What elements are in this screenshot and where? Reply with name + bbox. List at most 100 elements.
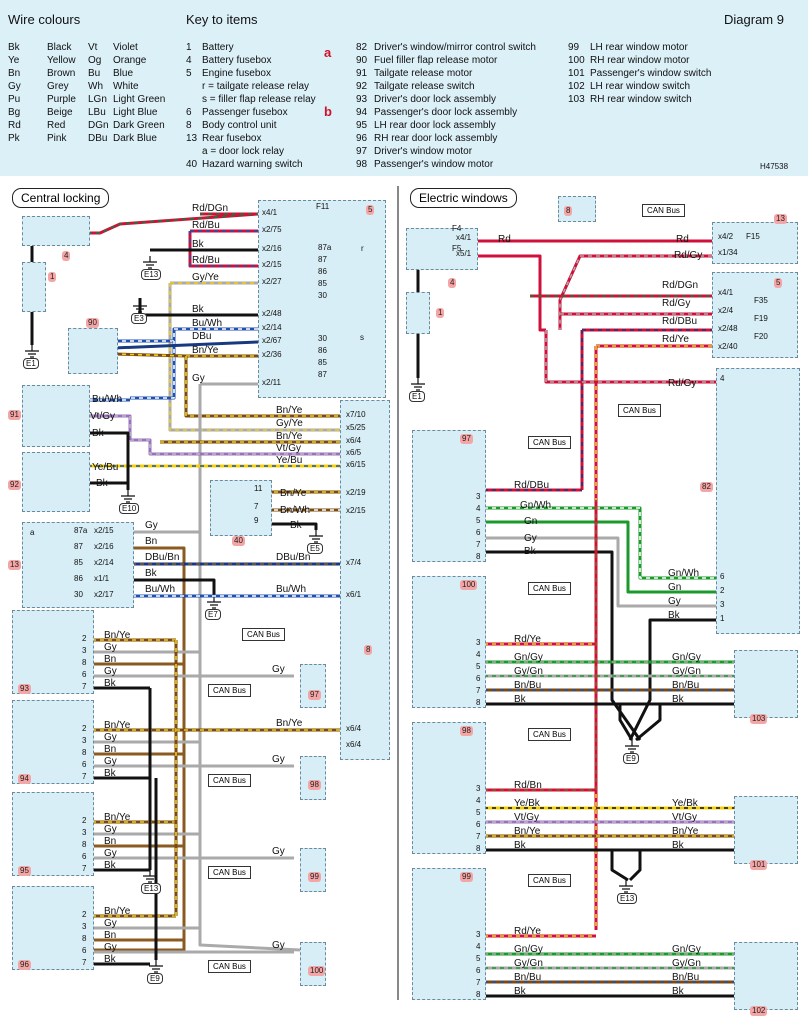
fuse-label: F4 bbox=[452, 224, 462, 233]
window-motor-block bbox=[412, 576, 486, 708]
wire-label: Rd bbox=[498, 234, 511, 245]
label: Bu bbox=[88, 68, 101, 79]
label: Grey bbox=[47, 81, 69, 92]
can-bus-label: CAN Bus bbox=[208, 960, 251, 973]
wire-label: DBu/Bn bbox=[145, 552, 180, 563]
component-tag: 1 bbox=[436, 308, 445, 318]
relay-terminal: 85 bbox=[74, 558, 83, 567]
relay-terminal: 30 bbox=[74, 590, 83, 599]
tailgate-motor-91 bbox=[22, 385, 90, 447]
pin-label: x2/19 bbox=[346, 488, 366, 497]
wire-label: Bn/Ye bbox=[104, 630, 131, 641]
label: 100 bbox=[568, 55, 585, 66]
pin-num: 5 bbox=[476, 954, 481, 963]
label: Fuel filler flap release motor bbox=[374, 55, 498, 66]
wire-label: Gy bbox=[104, 942, 117, 953]
door-lock-block bbox=[12, 792, 94, 876]
can-bus-label: CAN Bus bbox=[242, 628, 285, 641]
ground-symbol bbox=[143, 256, 157, 269]
relay-label: a bbox=[30, 528, 35, 537]
pin-num: 2 bbox=[82, 910, 87, 919]
component-tag: 92 bbox=[8, 480, 21, 490]
label: Black bbox=[47, 42, 72, 53]
can-bus-label: CAN Bus bbox=[208, 866, 251, 879]
label: Beige bbox=[47, 107, 73, 118]
pin-num: 6 bbox=[476, 820, 481, 829]
diagram-label: Diagram 9 bbox=[724, 12, 784, 27]
can-bus-label: CAN Bus bbox=[208, 774, 251, 787]
label: 93 bbox=[356, 94, 368, 105]
wire bbox=[113, 340, 259, 350]
pin-label: x5/25 bbox=[346, 423, 366, 432]
wire-label: Gy bbox=[104, 642, 117, 653]
relay-terminal: 86 bbox=[318, 267, 327, 276]
wire-label: Rd bbox=[676, 234, 689, 245]
can-bus-label: CAN Bus bbox=[528, 582, 571, 595]
wire-label: Bk bbox=[192, 239, 204, 250]
fuel-flap-motor-90 bbox=[68, 328, 118, 374]
wire-label: Vt/Gy bbox=[514, 812, 540, 823]
body-control-unit-8 bbox=[340, 400, 390, 760]
label: Pu bbox=[8, 94, 21, 105]
label: LH rear window switch bbox=[590, 81, 691, 92]
label: Light Green bbox=[113, 94, 166, 105]
pin-num: 2 bbox=[720, 586, 725, 595]
wire-stripe bbox=[74, 415, 131, 440]
wire-label: Gy/Gn bbox=[672, 958, 701, 969]
can-target bbox=[300, 664, 326, 708]
pin-num: 2 bbox=[82, 634, 87, 643]
pin-label: x2/4 bbox=[718, 306, 734, 315]
label: 6 bbox=[186, 107, 192, 118]
component-tag: 93 bbox=[18, 684, 31, 694]
wire bbox=[484, 848, 629, 882]
wire bbox=[114, 327, 258, 343]
wire bbox=[635, 702, 734, 742]
pin-num: 5 bbox=[476, 662, 481, 671]
ground-label: E13 bbox=[617, 893, 638, 904]
label: 102 bbox=[568, 81, 585, 92]
relay-terminal: 85 bbox=[318, 279, 327, 288]
wire-label: Bn bbox=[145, 536, 158, 547]
component-tag: 98 bbox=[308, 780, 321, 790]
pin-num: 5 bbox=[476, 516, 481, 525]
relay-terminal: 87a bbox=[318, 243, 332, 252]
pin-num: 7 bbox=[476, 978, 481, 987]
label: Gy bbox=[8, 81, 21, 92]
wire-label: Gy bbox=[104, 848, 117, 859]
component-tag: 97 bbox=[460, 434, 473, 444]
pin-num: 3 bbox=[476, 638, 481, 647]
ground-label: E9 bbox=[623, 753, 639, 764]
wire bbox=[198, 384, 301, 952]
label: LGn bbox=[88, 94, 107, 105]
ground-label: E3 bbox=[131, 313, 147, 324]
wire-label: Vt/Gy bbox=[276, 443, 302, 454]
relay-terminal: 86 bbox=[74, 574, 83, 583]
wire-label: Gy/Gn bbox=[514, 666, 543, 677]
hazard-switch-40 bbox=[210, 480, 272, 536]
label: White bbox=[113, 81, 139, 92]
pin-num: 7 bbox=[82, 682, 87, 691]
component-tag: 40 bbox=[232, 536, 245, 546]
wire-label: Bk bbox=[672, 986, 684, 997]
wire bbox=[484, 520, 716, 594]
pin-num: 4 bbox=[476, 796, 481, 805]
wire bbox=[484, 550, 642, 741]
wire-label: Bk bbox=[514, 840, 526, 851]
component-tag: 95 bbox=[18, 866, 31, 876]
pin-label: x2/67 bbox=[262, 336, 282, 345]
wire-label: Ye/Bu bbox=[276, 455, 303, 466]
pin-num: 7 bbox=[82, 864, 87, 873]
pin-num: 8 bbox=[476, 844, 481, 853]
can-bus-label: CAN Bus bbox=[528, 728, 571, 741]
relay-terminal: 87 bbox=[318, 370, 327, 379]
wire-stripe bbox=[484, 500, 597, 791]
label: 101 bbox=[568, 68, 585, 79]
component-tag: 99 bbox=[308, 872, 321, 882]
wire-label: Gn bbox=[668, 582, 682, 593]
label: Pk bbox=[8, 133, 20, 144]
component-tag: 102 bbox=[750, 1006, 768, 1016]
relay-terminal: 86 bbox=[318, 346, 327, 355]
can-bus-label: CAN Bus bbox=[528, 874, 571, 887]
wire-label: Rd/Ye bbox=[662, 334, 689, 345]
wire-label: Bn bbox=[104, 930, 117, 941]
